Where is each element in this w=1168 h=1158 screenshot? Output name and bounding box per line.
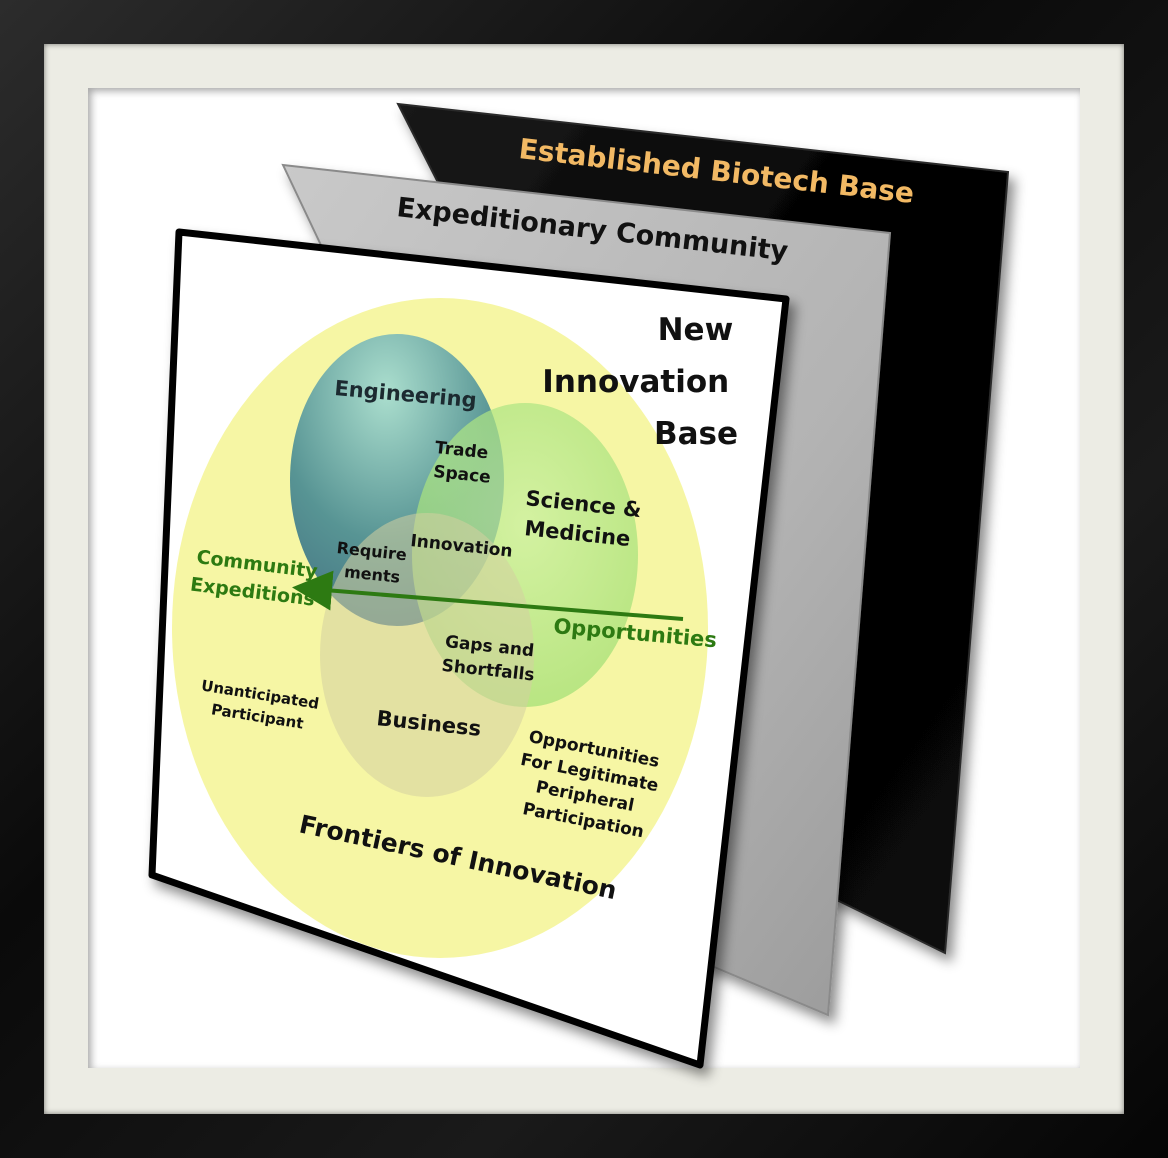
front-title: New Innovation Base	[542, 312, 744, 452]
front-title-line: New	[658, 312, 734, 348]
front-title-line: Innovation	[542, 364, 729, 400]
front-title-line: Base	[654, 416, 738, 452]
front-layer: New Innovation Base Engineering Science …	[148, 228, 790, 1069]
business-circle	[320, 513, 534, 797]
opportunities-arrow	[292, 570, 684, 621]
